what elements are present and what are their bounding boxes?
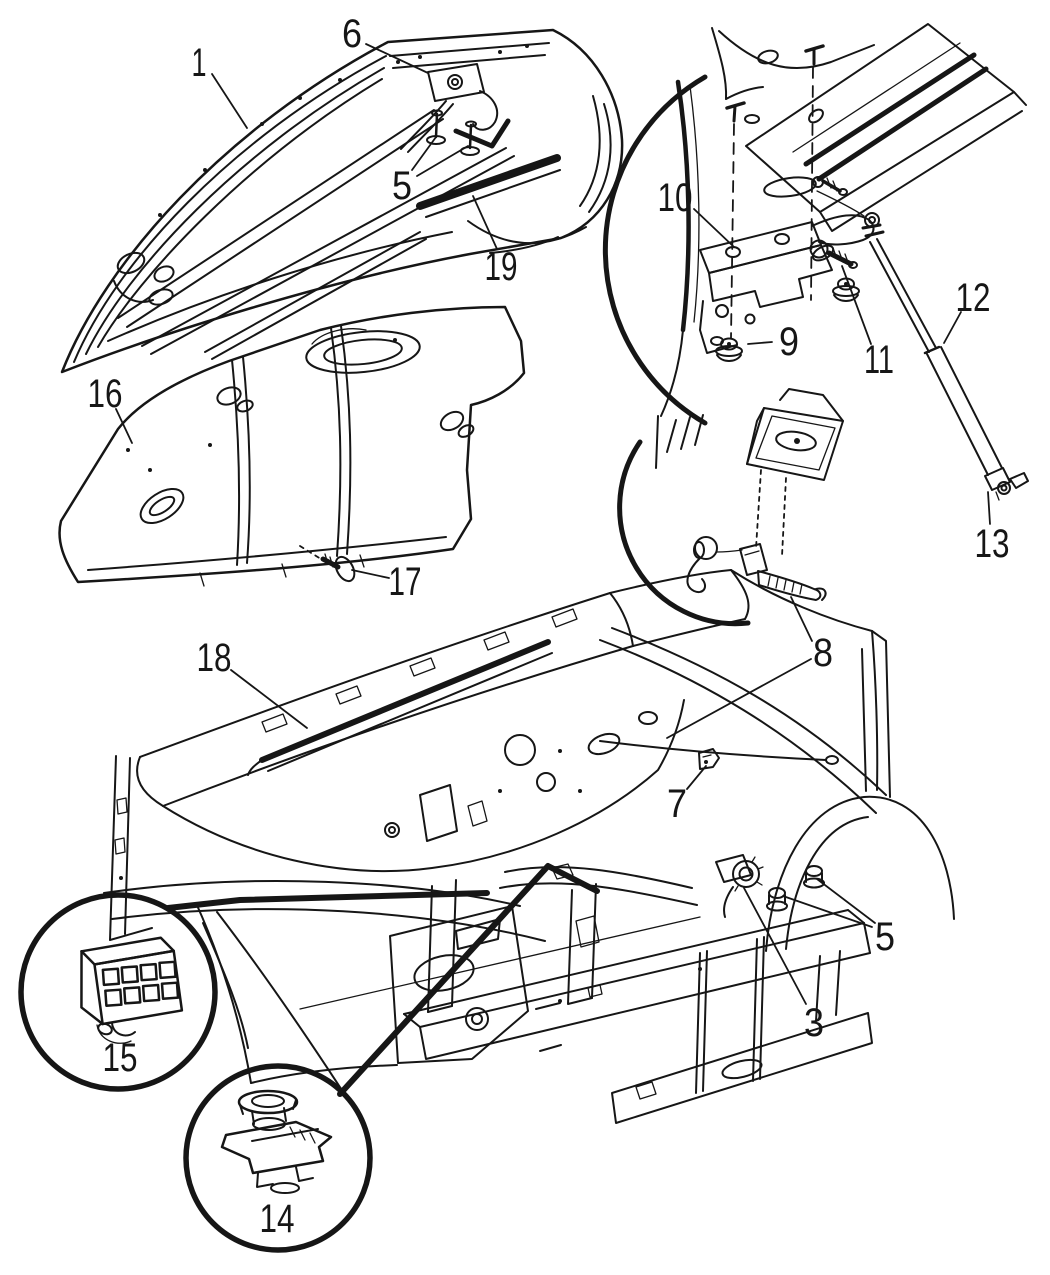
cowl-seal-strip <box>247 639 553 776</box>
detail-link-lines <box>165 863 600 1097</box>
clip-nut-part <box>220 1089 333 1194</box>
hood-insulator-pad-drawing <box>58 305 526 587</box>
hood-panel-drawing <box>60 28 624 374</box>
release-handle-part <box>739 543 827 601</box>
callout-19: 19 <box>485 245 518 289</box>
hood-release-cable <box>599 740 839 765</box>
callout-15: 15 <box>103 1036 138 1080</box>
clip-nut-detail-drawing <box>183 1063 373 1253</box>
rear-molding-strip <box>416 154 561 218</box>
connector-part <box>80 936 184 1026</box>
hinge-screw-left <box>725 101 746 339</box>
hood-hinge-bracket <box>699 176 875 354</box>
leader-lines <box>115 43 991 1005</box>
callout-17: 17 <box>389 560 422 604</box>
hinge-nut-part <box>715 337 743 362</box>
gas-strut-part <box>861 212 1029 501</box>
hood-bumper-studs <box>426 109 480 156</box>
detail-circle-arc <box>617 439 751 627</box>
callout-labels: 1 6 5 19 10 9 11 12 13 16 17 18 8 7 5 3 … <box>88 12 1010 1241</box>
hinge-bolt-part <box>809 239 858 269</box>
cable-clip-part <box>698 748 720 770</box>
connector-detail-drawing <box>18 892 218 1092</box>
callout-3: 3 <box>804 1001 824 1045</box>
callout-12: 12 <box>956 276 991 320</box>
callout-16: 16 <box>88 372 123 416</box>
radiator-support-frame <box>299 863 873 1124</box>
callout-10: 10 <box>658 176 693 220</box>
fender-headlamp-sketch <box>195 902 562 1130</box>
callout-13: 13 <box>975 522 1010 566</box>
callout-18: 18 <box>197 636 232 680</box>
callout-6: 6 <box>342 12 362 56</box>
callout-1: 1 <box>192 41 207 85</box>
callout-8: 8 <box>813 631 833 675</box>
detail-circle-arc <box>602 74 708 426</box>
callout-11: 11 <box>864 338 894 382</box>
body-cowl-drawing <box>103 569 955 1130</box>
callout-7: 7 <box>667 782 687 826</box>
hinge-detail-drawing <box>602 23 1029 501</box>
hood-latch-part <box>715 854 764 918</box>
release-handle-detail-drawing <box>617 388 844 627</box>
callout-5-hood: 5 <box>392 164 412 208</box>
hood-latch-upper-part <box>400 63 511 153</box>
hinge-screw-right <box>804 44 825 301</box>
pad-push-pin-part <box>299 545 356 583</box>
callout-9: 9 <box>779 320 799 364</box>
callout-5-frame: 5 <box>875 915 895 959</box>
detail-circle <box>183 1063 373 1253</box>
detail-circle <box>18 892 218 1092</box>
hinge-nut-part-2 <box>832 277 860 302</box>
frame-bumper-studs <box>766 865 825 912</box>
callout-14: 14 <box>260 1197 295 1241</box>
